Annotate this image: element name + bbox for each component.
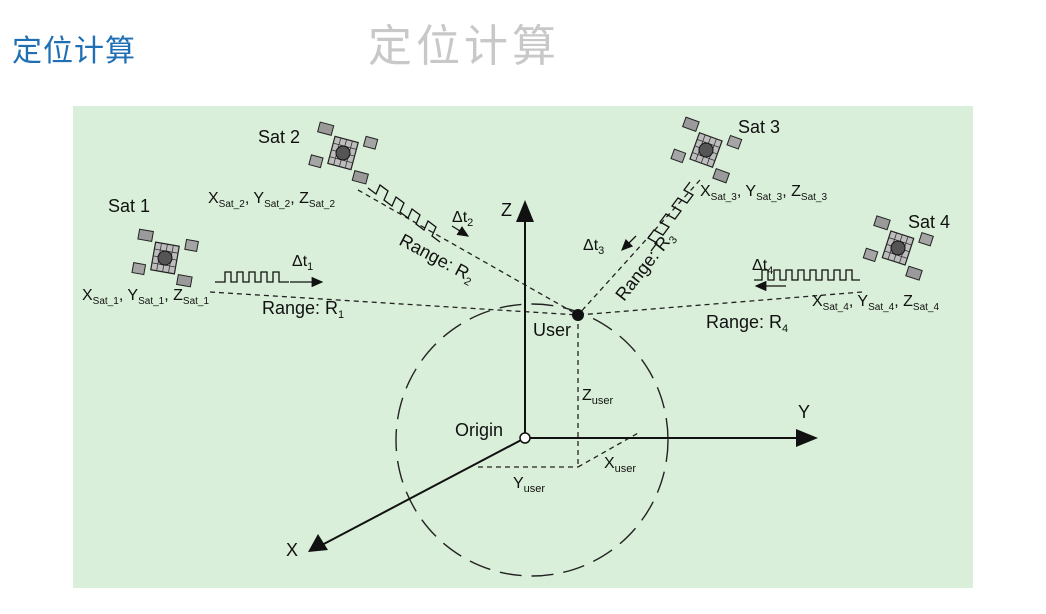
- sat-3-label: Sat 3: [738, 117, 780, 137]
- signal-arrow-2: [451, 225, 470, 237]
- z-axis-arrowhead: [516, 200, 534, 222]
- origin-label: Origin: [455, 420, 503, 440]
- signal-wave-4: [754, 269, 860, 281]
- sat-4-coordinates: XSat_4, YSat_4, ZSat_4: [812, 293, 939, 313]
- x-user-label: Xuser: [604, 455, 636, 475]
- signal-wave-1: [215, 271, 289, 283]
- signal-wave-3: [647, 181, 694, 252]
- diagram-panel: [73, 106, 973, 588]
- range-line-1: [209, 291, 579, 316]
- origin-point: [519, 432, 531, 444]
- sat-1-label: Sat 1: [108, 196, 150, 216]
- x-axis: [319, 437, 526, 547]
- delta-t-3: Δt3: [583, 237, 604, 257]
- z-axis-label: Z: [501, 200, 512, 220]
- user-label: User: [533, 320, 571, 340]
- delta-t-1: Δt1: [292, 253, 313, 273]
- range-label-1: Range: R1: [262, 298, 344, 321]
- sat-2-coordinates: XSat_2, YSat_2, ZSat_2: [208, 190, 335, 210]
- signal-arrow-3: [621, 235, 637, 251]
- signal-wave-2: [367, 183, 441, 243]
- delta-t-4: Δt4: [752, 257, 773, 277]
- sat-3-coordinates: XSat_3, YSat_3, ZSat_3: [700, 183, 827, 203]
- y-axis-label: Y: [798, 402, 810, 422]
- z-user-label: Zuser: [582, 387, 614, 407]
- x-user-projection: [577, 431, 641, 468]
- sat-4-label: Sat 4: [908, 212, 950, 232]
- y-axis-arrowhead: [796, 429, 818, 447]
- y-user-label: Yuser: [513, 475, 545, 495]
- range-line-3: [577, 179, 701, 316]
- earth-circle: [395, 303, 669, 577]
- slide-title: 定位计算: [12, 34, 136, 69]
- user-point: [572, 309, 584, 321]
- range-line-2: [357, 189, 579, 316]
- x-axis-arrowhead: [308, 534, 328, 552]
- x-axis-label: X: [286, 540, 298, 560]
- delta-t-2: Δt2: [452, 209, 473, 229]
- sat-2-label: Sat 2: [258, 127, 300, 147]
- range-label-4: Range: R4: [706, 312, 788, 335]
- sat-1-coordinates: XSat_1, YSat_1, ZSat_1: [82, 287, 209, 307]
- range-line-4: [577, 291, 863, 316]
- slide-heading-faded: 定位计算: [368, 21, 560, 72]
